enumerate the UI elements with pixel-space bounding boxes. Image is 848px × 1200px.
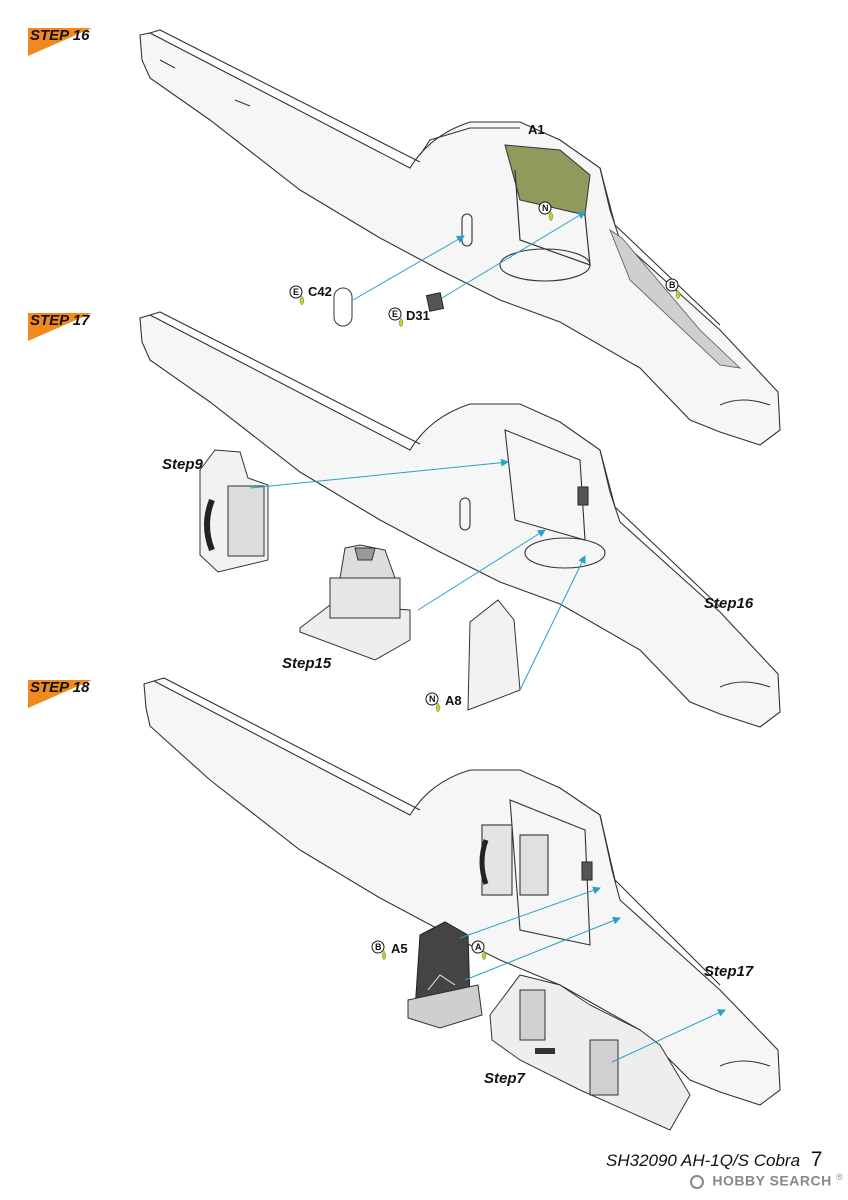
step9-seat-part [199,449,269,573]
part-c42-window [333,287,353,327]
step18-fuselage [143,677,781,1106]
ref-step7-label: Step7 [484,1070,526,1087]
ref-step15-label: Step15 [282,655,332,672]
svg-text:A5: A5 [391,941,408,956]
step17-arrow-step9 [249,458,509,489]
hobby-search-watermark: HOBBY SEARCH ® [690,1172,843,1189]
step16-arrow-c42 [352,235,465,301]
callout-a5: B A5 [371,940,408,961]
svg-text:STEP 18: STEP 18 [30,679,90,696]
watermark-logo-icon [690,1174,704,1189]
footer-page-number: 7 [810,1148,823,1171]
step18-arrow-step7 [611,1009,726,1063]
watermark-text: HOBBY SEARCH [712,1172,832,1189]
svg-text:A: A [475,942,482,952]
part-a8-panel [467,599,521,711]
part-a5-bulkhead [407,921,483,1029]
watermark-reg: ® [836,1172,844,1182]
svg-text:E: E [293,287,299,297]
step16-arrow-d31 [441,211,586,299]
paint-drop-a-step18: A [471,940,487,961]
step16-side-panel [609,228,742,369]
svg-text:STEP 16: STEP 16 [30,27,90,44]
svg-text:D31: D31 [406,308,430,323]
step17-group: STEP 17 Step9 St [28,311,781,728]
svg-text:N: N [429,694,436,704]
part-a1-label: A1 [528,122,545,137]
paint-drop-n-step16: N [538,201,554,222]
svg-text:B: B [375,942,382,952]
step16-group: STEP 16 A1 [28,27,781,446]
svg-text:E: E [392,309,398,319]
step18-group: STEP 18 Step17 Step7 [28,677,781,1131]
svg-text:N: N [542,203,549,213]
step17-fuselage [139,311,781,728]
callout-d31: E D31 [388,307,430,328]
svg-text:A8: A8 [445,693,462,708]
step17-arrow-a8 [519,555,586,691]
step15-gearbox-part [299,544,411,661]
svg-text:STEP 17: STEP 17 [30,312,90,329]
step17-badge: STEP 17 [28,312,92,341]
step18-arrow-a5-lower [464,916,621,981]
ref-step16-label: Step16 [704,595,754,612]
step18-arrow-a5 [459,886,601,939]
ref-step17-label: Step17 [704,963,754,980]
step17-arrow-step15 [417,529,546,611]
step16-badge: STEP 16 [28,27,92,56]
svg-text:B: B [669,280,676,290]
ref-step9-label: Step9 [162,456,204,473]
part-d31-screen [425,292,445,312]
svg-text:C42: C42 [308,284,332,299]
paint-drop-b-step16: B [665,278,681,300]
step16-cockpit-frame [504,144,591,266]
callout-a8: N A8 [425,692,462,713]
step18-badge: STEP 18 [28,679,92,708]
footer-model: SH32090 AH-1Q/S Cobra [606,1151,801,1170]
callout-c42: E C42 [289,284,332,306]
page-footer: SH32090 AH-1Q/S Cobra 7 [606,1148,822,1172]
step7-cockpit-tub [489,974,691,1131]
